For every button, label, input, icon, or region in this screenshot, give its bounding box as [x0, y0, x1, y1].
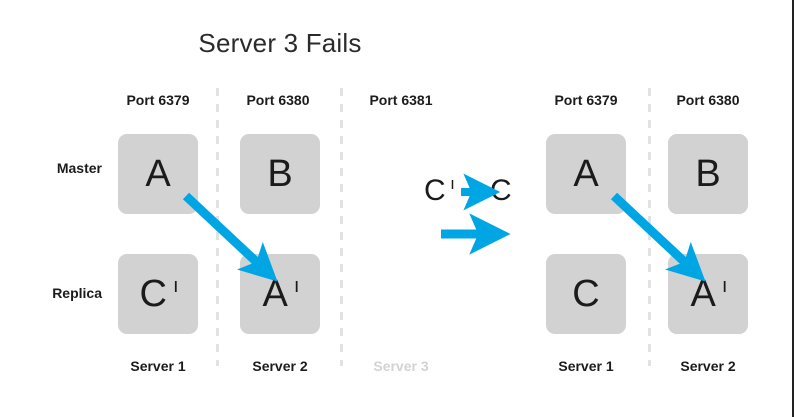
- column-separator-3: [648, 88, 651, 366]
- node-left-master-a-label: A: [145, 153, 171, 195]
- port-label-right-2: Port 6380: [676, 92, 740, 108]
- legend-promotion-from: C ı: [424, 174, 455, 207]
- node-left-replica-a-prime[interactable]: A ı: [240, 254, 320, 334]
- column-separator-1: [216, 88, 219, 366]
- port-label-left-1: Port 6379: [126, 92, 190, 108]
- node-left-replica-a-prime-label: A ı: [262, 273, 300, 315]
- node-right-master-b[interactable]: B: [668, 134, 748, 214]
- node-right-replica-c-label: C: [572, 273, 600, 315]
- node-left-master-b-label: B: [267, 153, 293, 195]
- node-right-master-b-label: B: [695, 153, 721, 195]
- node-right-replica-a-prime[interactable]: A ı: [668, 254, 748, 334]
- node-left-master-b[interactable]: B: [240, 134, 320, 214]
- node-left-replica-c-prime-label: C ı: [139, 273, 179, 315]
- row-label-replica: Replica: [52, 285, 102, 301]
- row-label-master: Master: [56, 160, 102, 176]
- node-left-replica-c-prime[interactable]: C ı: [118, 254, 198, 334]
- node-right-replica-c[interactable]: C: [546, 254, 626, 334]
- port-label-left-2: Port 6380: [246, 92, 310, 108]
- node-right-master-a-label: A: [573, 153, 599, 195]
- node-right-master-a[interactable]: A: [546, 134, 626, 214]
- page-title: Server 3 Fails: [198, 28, 362, 58]
- legend-promotion-to: C: [490, 174, 512, 207]
- server-label-left-2: Server 2: [252, 358, 308, 374]
- port-label-left-3: Port 6381: [369, 92, 433, 108]
- port-label-right-1: Port 6379: [554, 92, 618, 108]
- server-label-right-1: Server 1: [558, 358, 614, 374]
- server-label-left-1: Server 1: [130, 358, 186, 374]
- node-right-replica-a-prime-label: A ı: [690, 273, 728, 315]
- column-separator-2: [340, 88, 343, 366]
- server-label-left-3-failed: Server 3: [373, 358, 429, 374]
- node-left-master-a[interactable]: A: [118, 134, 198, 214]
- server-label-right-2: Server 2: [680, 358, 736, 374]
